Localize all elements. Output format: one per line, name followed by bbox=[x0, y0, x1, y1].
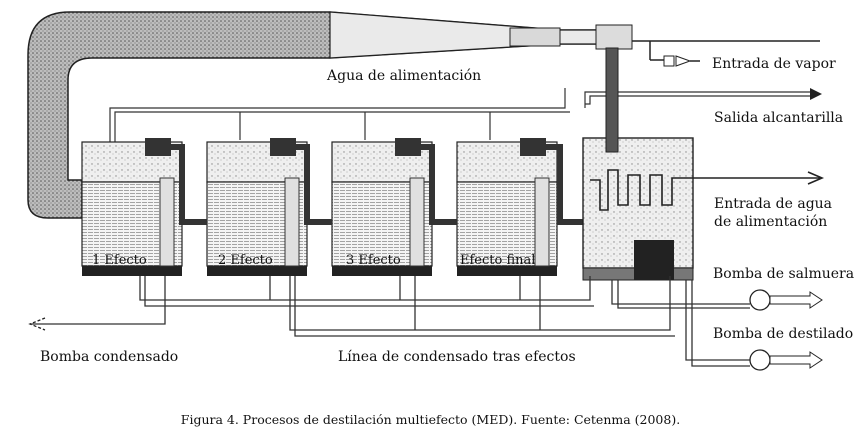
effect-unit-2 bbox=[206, 138, 308, 276]
label-linea-condensado: Línea de condensado tras efectos bbox=[338, 349, 576, 365]
label-entrada-agua-line2: de alimentación bbox=[714, 214, 828, 230]
label-entrada-agua-line1: Entrada de agua bbox=[714, 196, 833, 212]
label-bomba-salmuera: Bomba de salmuera bbox=[713, 266, 855, 282]
effect-unit-final bbox=[456, 138, 558, 276]
effect-label-final: Efecto final bbox=[460, 253, 535, 268]
vapor-transfer-pipes bbox=[171, 144, 583, 225]
med-process-diagram: 1 Efecto 2 Efecto 3 Efecto Efecto final bbox=[27, 11, 825, 371]
steam-inlet-line bbox=[632, 40, 820, 67]
condenser bbox=[582, 47, 820, 281]
label-agua-alimentacion: Agua de alimentación bbox=[327, 68, 482, 84]
figure-caption: Figura 4. Procesos de destilación multie… bbox=[180, 412, 681, 427]
brine-outlet-arrow bbox=[769, 291, 823, 309]
label-entrada-vapor: Entrada de vapor bbox=[712, 56, 836, 72]
feed-water-header bbox=[109, 88, 810, 150]
effect-label-1: 1 Efecto bbox=[92, 253, 147, 268]
bottom-pipe-network bbox=[30, 276, 750, 367]
outlet-arrow-drain bbox=[810, 88, 822, 100]
label-salida-alcantarilla: Salida alcantarilla bbox=[714, 110, 844, 126]
effect-label-2: 2 Efecto bbox=[218, 253, 273, 268]
distillate-outlet-arrow bbox=[769, 351, 823, 369]
condensate-return-arrow bbox=[28, 317, 46, 331]
effect-unit-1 bbox=[81, 138, 183, 276]
steam-duct bbox=[27, 11, 633, 219]
effect-unit-3 bbox=[331, 138, 433, 276]
effect-label-3: 3 Efecto bbox=[346, 253, 401, 268]
label-bomba-condensado: Bomba condensado bbox=[40, 349, 179, 365]
label-bomba-destilado: Bomba de destilado bbox=[713, 326, 854, 342]
distillate-pump-icon bbox=[749, 349, 771, 371]
brine-pump-icon bbox=[749, 289, 771, 311]
feed-water-inlet-arrow bbox=[807, 171, 825, 185]
